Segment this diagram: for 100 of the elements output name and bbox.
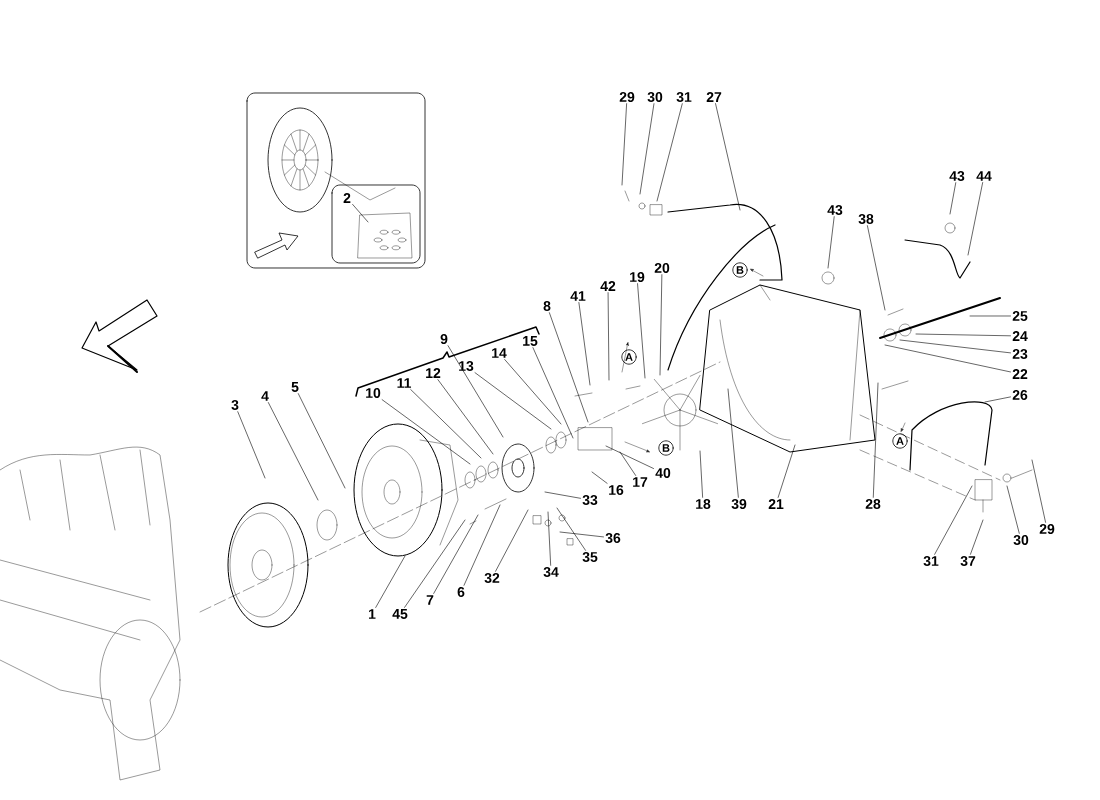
callout-number: 44 [976,171,992,181]
callout-number: 21 [768,499,784,509]
leader-line [607,292,610,381]
leader-line [404,519,466,608]
leader-line [867,225,886,311]
callout-number: 3 [231,400,239,410]
leader-line [556,507,586,551]
callout-number: 22 [1012,369,1028,379]
callout-number: 43 [827,205,843,215]
callout-number: 40 [655,468,671,478]
leader-line [949,182,957,215]
callout-number: 16 [609,485,624,495]
leader-line [984,396,1011,403]
leader-line [605,445,654,469]
callout-number: 33 [582,495,598,505]
callout-number: 29 [1039,524,1055,534]
callout-number: 34 [543,567,559,577]
leader-line [970,519,984,555]
callout-number: 17 [633,477,648,487]
callout-number: 30 [647,92,663,102]
callout-number: 32 [484,573,500,583]
callout-number: 35 [582,552,598,562]
callout-number: 38 [858,214,874,224]
leader-line [237,411,266,479]
callout-number: 27 [706,92,722,102]
callout-number: 26 [1012,390,1028,400]
leader-line [656,103,683,202]
callout-number: 24 [1012,331,1028,341]
leader-line [381,399,471,465]
callout-number: 10 [366,388,381,398]
callout-number: 41 [570,291,586,301]
leader-line [915,333,1011,337]
leader-line [621,103,627,186]
callout-number: 11 [397,378,411,388]
callout-number: 42 [600,281,616,291]
leader-line [547,511,551,566]
leader-line [699,450,703,498]
callout-number: 25 [1012,311,1028,321]
callout-number: 31 [923,556,939,566]
callout-number: 14 [492,348,507,358]
reference-letter: A [621,349,637,365]
callout-number: 8 [543,301,551,311]
callout-number: 5 [291,382,299,392]
leader-line [967,182,983,256]
leader-line [532,347,574,439]
callout-number: 7 [426,595,434,605]
callout-number: 31 [676,92,692,102]
leader-line [637,283,646,379]
callout-number: 20 [654,263,670,273]
callout-number: 39 [731,499,747,509]
leader-line [463,504,501,586]
leader-line [544,491,581,499]
leader-line [433,514,479,594]
leader-line [268,402,319,501]
leader-line [549,312,589,423]
leader-line [899,339,1011,354]
callout-number: 1 [369,609,376,619]
leader-line [969,315,1011,317]
callout-number: 43 [949,171,965,181]
callout-number: 29 [619,92,635,102]
callout-number: 28 [865,499,881,509]
leader-line [884,344,1011,373]
leader-line [578,302,591,386]
leader-line [437,379,494,455]
callout-number: 9 [440,334,448,344]
callout-number: 12 [426,368,441,378]
leader-line [375,555,406,608]
reference-letter: B [732,262,748,278]
callout-number: 23 [1012,349,1028,359]
leader-line [447,345,504,438]
callout-number: 18 [696,499,711,509]
leader-line [777,444,796,498]
callout-number: 4 [261,391,269,401]
callout-number: 37 [960,556,976,566]
leader-line [410,389,482,459]
leader-line [504,359,562,425]
leader-line [639,103,655,195]
leader-line [559,531,604,538]
leader-line [297,393,346,489]
callout-number: 13 [459,361,474,371]
callout-number: 15 [523,336,538,346]
reference-letter: B [658,440,674,456]
leader-line [619,451,636,476]
leader-line [591,471,608,484]
leader-line [715,103,741,211]
leader-line [495,509,529,572]
callout-number: 2 [343,193,351,203]
callout-number: 36 [605,533,621,543]
leader-line [1006,485,1020,534]
leader-line [934,485,973,555]
leader-line [659,274,663,376]
callout-number: 6 [457,587,465,597]
callout-number: 19 [630,272,645,282]
callout-number: 45 [392,609,408,619]
leader-line [827,216,835,269]
leader-line [352,204,369,223]
callout-number: 30 [1013,535,1029,545]
leader-line [873,382,879,498]
leader-line [1031,459,1046,523]
reference-letter: A [892,433,908,449]
